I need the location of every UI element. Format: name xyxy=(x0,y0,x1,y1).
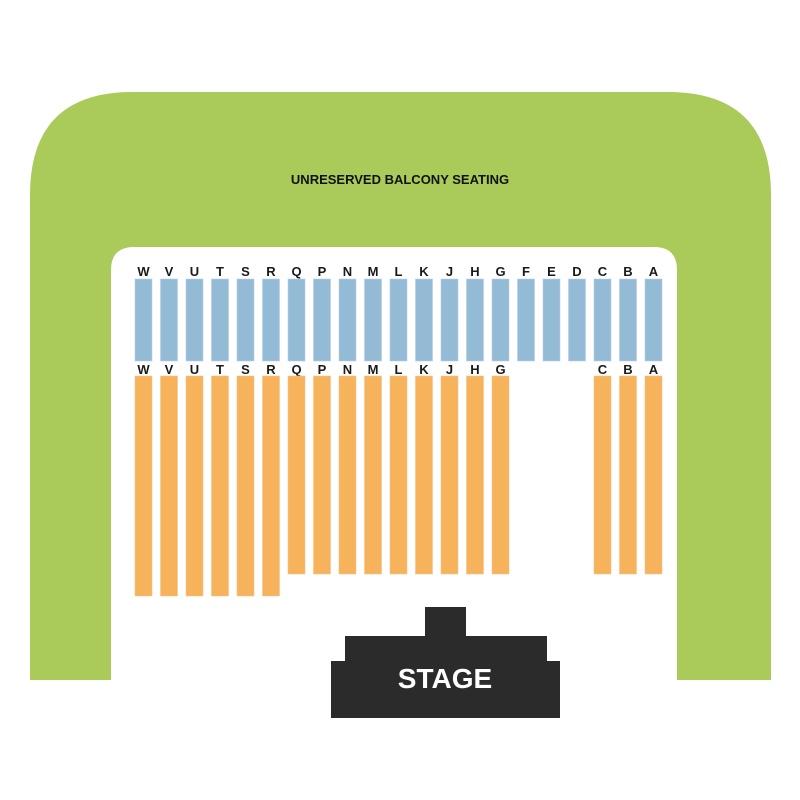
upper-row-label: V xyxy=(165,264,174,279)
upper-row-e[interactable] xyxy=(542,278,561,362)
upper-row-v[interactable] xyxy=(160,278,178,362)
lower-row-b[interactable] xyxy=(619,375,637,575)
upper-row-d[interactable] xyxy=(568,278,586,362)
lower-row-label: G xyxy=(495,362,505,377)
upper-row-g[interactable] xyxy=(491,278,510,362)
lower-row-g[interactable] xyxy=(491,375,510,575)
lower-row-r[interactable] xyxy=(262,375,280,597)
upper-row-label: A xyxy=(649,264,659,279)
upper-row-n[interactable] xyxy=(338,278,357,362)
upper-row-label: S xyxy=(241,264,250,279)
lower-row-label: V xyxy=(165,362,174,377)
lower-row-t[interactable] xyxy=(211,375,229,597)
lower-row-label: B xyxy=(623,362,632,377)
upper-row-s[interactable] xyxy=(236,278,255,362)
lower-row-label: K xyxy=(419,362,429,377)
upper-row-label: G xyxy=(495,264,505,279)
lower-row-label: T xyxy=(216,362,224,377)
upper-row-label: T xyxy=(216,264,224,279)
upper-row-label: W xyxy=(137,264,150,279)
upper-row-f[interactable] xyxy=(517,278,535,362)
upper-row-label: R xyxy=(266,264,276,279)
upper-row-label: P xyxy=(318,264,327,279)
upper-row-l[interactable] xyxy=(389,278,408,362)
upper-row-label: K xyxy=(419,264,429,279)
lower-row-h[interactable] xyxy=(466,375,484,575)
lower-row-w[interactable] xyxy=(134,375,153,597)
stage-platform xyxy=(331,607,560,718)
stage-label: STAGE xyxy=(398,663,492,694)
lower-row-n[interactable] xyxy=(338,375,357,575)
lower-row-m[interactable] xyxy=(364,375,382,575)
lower-row-label: L xyxy=(395,362,403,377)
upper-row-label: J xyxy=(446,264,453,279)
upper-row-label: U xyxy=(190,264,199,279)
lower-row-v[interactable] xyxy=(160,375,178,597)
upper-row-k[interactable] xyxy=(415,278,433,362)
upper-row-w[interactable] xyxy=(134,278,153,362)
lower-row-label: H xyxy=(470,362,479,377)
upper-row-a[interactable] xyxy=(644,278,663,362)
lower-row-p[interactable] xyxy=(313,375,331,575)
upper-row-u[interactable] xyxy=(185,278,204,362)
upper-row-label: H xyxy=(470,264,479,279)
lower-row-label: U xyxy=(190,362,199,377)
lower-row-label: P xyxy=(318,362,327,377)
lower-row-u[interactable] xyxy=(185,375,204,597)
upper-row-p[interactable] xyxy=(313,278,331,362)
upper-row-label: L xyxy=(395,264,403,279)
upper-row-b[interactable] xyxy=(619,278,637,362)
upper-row-label: C xyxy=(598,264,608,279)
lower-row-q[interactable] xyxy=(287,375,306,575)
lower-row-a[interactable] xyxy=(644,375,663,575)
lower-row-label: Q xyxy=(291,362,301,377)
lower-row-s[interactable] xyxy=(236,375,255,597)
upper-row-label: B xyxy=(623,264,632,279)
lower-row-label: A xyxy=(649,362,659,377)
upper-row-q[interactable] xyxy=(287,278,306,362)
upper-row-label: Q xyxy=(291,264,301,279)
upper-row-h[interactable] xyxy=(466,278,484,362)
lower-row-label: W xyxy=(137,362,150,377)
upper-row-label: N xyxy=(343,264,352,279)
unreserved-balcony-section[interactable] xyxy=(30,92,771,680)
upper-row-label: M xyxy=(368,264,379,279)
lower-row-label: R xyxy=(266,362,276,377)
lower-row-j[interactable] xyxy=(440,375,459,575)
stage: STAGE xyxy=(331,607,560,718)
upper-row-j[interactable] xyxy=(440,278,459,362)
lower-row-label: J xyxy=(446,362,453,377)
lower-row-c[interactable] xyxy=(593,375,612,575)
upper-row-label: E xyxy=(547,264,556,279)
upper-row-r[interactable] xyxy=(262,278,280,362)
lower-row-k[interactable] xyxy=(415,375,433,575)
upper-row-t[interactable] xyxy=(211,278,229,362)
lower-row-label: M xyxy=(368,362,379,377)
lower-row-label: S xyxy=(241,362,250,377)
upper-row-m[interactable] xyxy=(364,278,382,362)
lower-row-l[interactable] xyxy=(389,375,408,575)
lower-row-label: N xyxy=(343,362,352,377)
upper-row-label: F xyxy=(522,264,530,279)
upper-row-c[interactable] xyxy=(593,278,612,362)
lower-row-label: C xyxy=(598,362,608,377)
upper-row-label: D xyxy=(572,264,581,279)
balcony-label: UNRESERVED BALCONY SEATING xyxy=(291,172,509,187)
